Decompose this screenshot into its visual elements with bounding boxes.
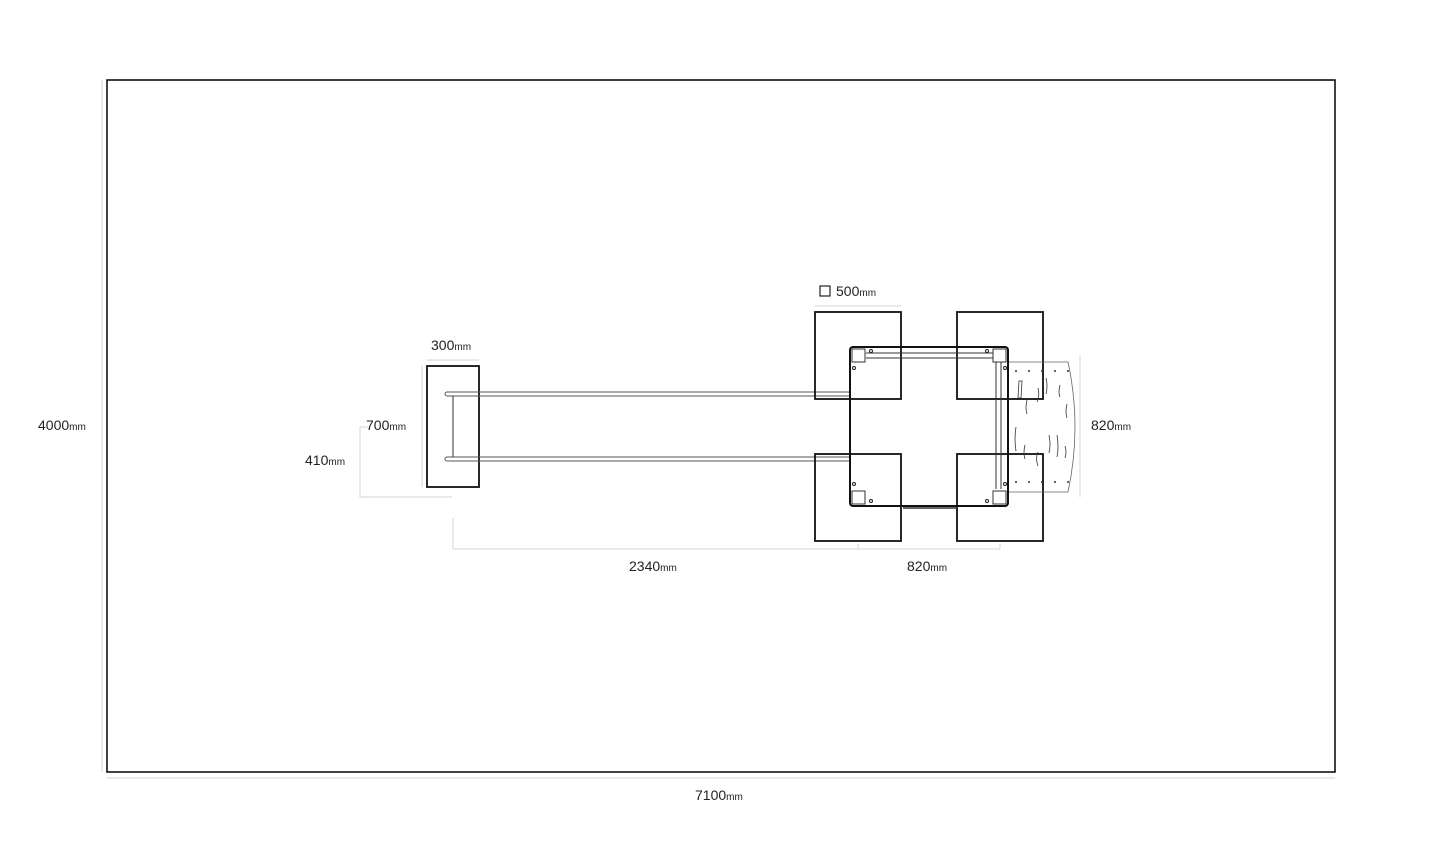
room-outline [106,79,1336,773]
pad-size-label: 500mm [836,283,876,299]
support-pads [814,311,1044,542]
footrest [426,365,480,488]
bottom-dimension-lines [452,518,1001,550]
footrest-offset-label: 410mm [305,452,345,468]
room-width-label: 7100mm [695,787,743,803]
frame-width-label: 820mm [907,558,947,574]
footrest-width-label: 300mm [431,337,471,353]
room-depth-label: 4000mm [38,417,86,433]
rails [444,391,851,462]
seat-cushion [1008,361,1076,493]
rail-length-label: 2340mm [629,558,677,574]
footrest-offset-dimension-line [359,426,452,498]
footrest-length-label: 700mm [366,417,406,433]
chair-frame [849,346,1009,509]
square-symbol-icon [819,285,831,297]
seat-width-label: 820mm [1091,417,1131,433]
